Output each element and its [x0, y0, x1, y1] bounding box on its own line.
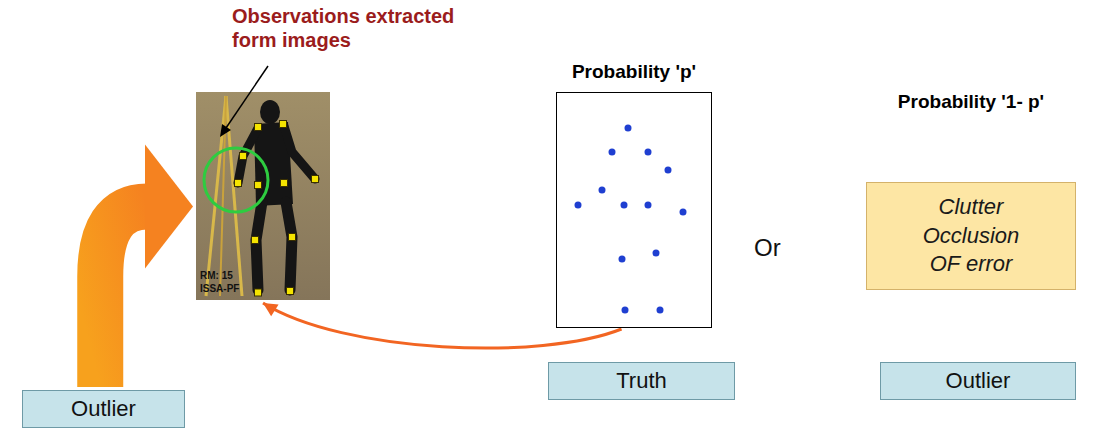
title-callout: Observations extracted form images — [232, 4, 482, 52]
node-text: Outlier — [946, 368, 1011, 394]
arrow-shaft — [100, 206, 147, 387]
arrow-head — [263, 303, 279, 316]
label-box: Truth — [548, 362, 735, 400]
photo-caption: ISSA-PF — [200, 283, 239, 294]
node-text: Clutter Occlusion OF error — [906, 193, 1036, 279]
photo-illustration — [196, 92, 330, 300]
outlier-causes-box: Probability '1- p'Clutter Occlusion OF e… — [866, 182, 1076, 290]
truth-points — [556, 92, 712, 328]
photo-caption: RM: 15 — [200, 270, 233, 281]
curved-arrow — [263, 303, 622, 348]
label-box: Outlier — [880, 362, 1076, 400]
photo-frame: RM: 15 ISSA-PF — [196, 92, 330, 300]
label-box: Outlier — [22, 390, 185, 428]
node-text: Outlier — [71, 396, 136, 422]
truth-points-box: Probability 'p' — [556, 92, 712, 328]
node-text: Truth — [616, 368, 667, 394]
box-heading: Probability 'p' — [572, 61, 696, 83]
arrow-shaft — [263, 303, 622, 348]
box-heading: Probability '1- p' — [898, 91, 1044, 113]
arrow-head — [145, 144, 193, 268]
or-label: Or — [754, 234, 781, 262]
block-arrow — [100, 144, 193, 387]
